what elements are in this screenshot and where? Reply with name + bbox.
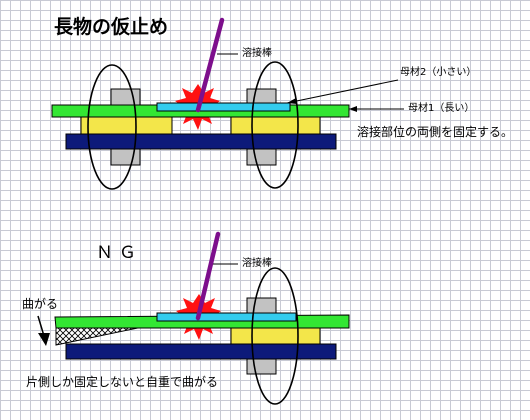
welding-rod xyxy=(195,17,225,113)
clamp-loop-left xyxy=(87,64,137,190)
clamp-bottom-block-left xyxy=(110,148,141,166)
bend-arrow xyxy=(37,315,45,337)
leader-material-2 xyxy=(286,79,399,104)
base-material-2-label: 母材2（小さい） xyxy=(400,67,477,78)
base-material-2 xyxy=(156,102,291,112)
ng-welding-rod-label: 溶接棒 xyxy=(242,258,272,269)
bend-arrow-head xyxy=(38,333,50,346)
clamp-loop-right xyxy=(251,61,299,189)
ng-base-material-2 xyxy=(156,312,297,322)
welding-rod-label: 溶接棒 xyxy=(242,48,272,59)
ng-welding-rod xyxy=(195,231,221,321)
ng-heading: ＮＧ xyxy=(96,243,142,263)
support-block-left xyxy=(80,116,173,135)
ng-base-plate xyxy=(65,343,337,360)
ng-clamp-loop xyxy=(251,267,299,405)
ng-clamp-top-block xyxy=(246,297,277,315)
base-material-1-label: 母材1（長い） xyxy=(408,103,475,114)
clamp-top-block-left xyxy=(110,88,141,106)
clamp-bottom-block-right xyxy=(246,148,277,166)
ng-note: 片側しか固定しないと自重で曲がる xyxy=(26,375,219,389)
top-note: 溶接部位の両側を固定する。 xyxy=(357,125,514,139)
page-title: 長物の仮止め xyxy=(54,16,169,38)
ng-clamp-bottom-block xyxy=(246,357,277,375)
bottom-figure xyxy=(37,231,350,405)
support-block-right xyxy=(230,116,321,135)
base-plate xyxy=(65,133,337,150)
top-figure xyxy=(51,17,404,190)
bend-label: 曲がる xyxy=(22,297,59,311)
ng-support-block xyxy=(230,327,321,345)
